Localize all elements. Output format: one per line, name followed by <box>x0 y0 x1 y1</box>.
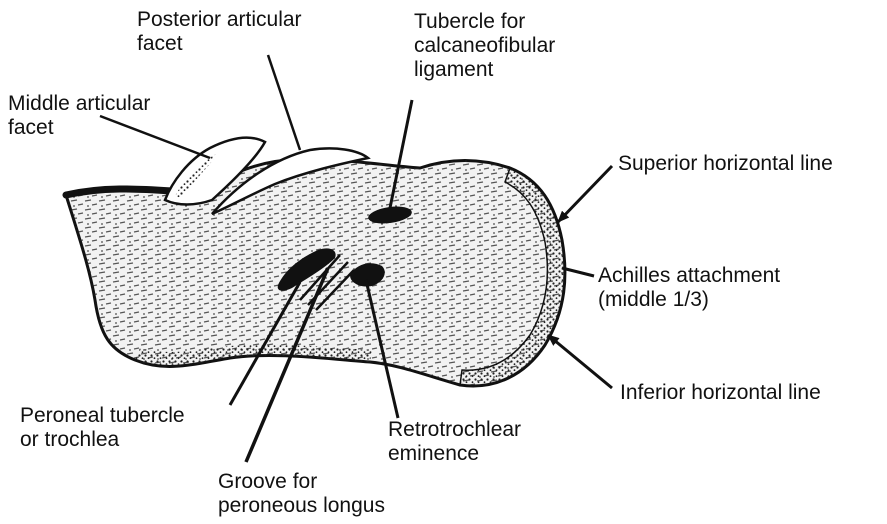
label-middle-articular-facet: Middle articular facet <box>8 92 150 140</box>
label-tubercle-calcaneofibular: Tubercle for calcaneofibular ligament <box>414 10 555 82</box>
label-achilles-attachment: Achilles attachment (middle 1/3) <box>598 264 780 312</box>
arrow-inferior-horizontal-line <box>548 335 612 388</box>
arrow-superior-horizontal-line <box>558 166 612 222</box>
label-superior-horizontal-line: Superior horizontal line <box>618 152 833 176</box>
label-peroneal-tubercle: Peroneal tubercle or trochlea <box>20 404 185 452</box>
leader-achilles-attachment <box>562 268 594 276</box>
label-inferior-horizontal-line: Inferior horizontal line <box>620 381 821 405</box>
label-retrotrochlear-eminence: Retrotrochlear eminence <box>388 418 521 466</box>
leader-posterior-facet <box>268 55 300 150</box>
label-groove-peroneus-longus: Groove for peroneous longus <box>218 470 385 518</box>
label-posterior-articular-facet: Posterior articular facet <box>137 8 302 56</box>
